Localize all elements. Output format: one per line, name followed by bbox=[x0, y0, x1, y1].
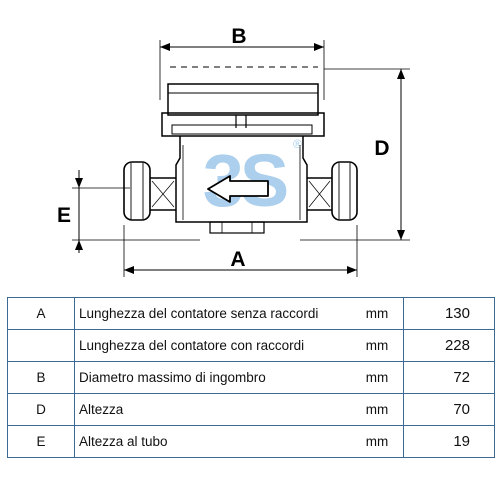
spec-value: 19 bbox=[403, 425, 495, 458]
dimension-b: B bbox=[159, 25, 325, 100]
spec-unit: mm bbox=[351, 361, 404, 394]
spec-code: E bbox=[7, 425, 75, 458]
dimension-label-a: A bbox=[230, 248, 245, 271]
spec-code: A bbox=[7, 297, 75, 330]
outlet-pipe bbox=[307, 177, 332, 211]
dimension-e: E bbox=[57, 170, 200, 253]
inlet-pipe bbox=[150, 177, 176, 211]
registered-mark: ® bbox=[293, 137, 302, 151]
inlet-connector bbox=[123, 161, 151, 221]
dimension-d: D bbox=[300, 68, 410, 241]
spec-unit: mm bbox=[351, 393, 404, 426]
spec-description: Lunghezza del contatore con raccordi bbox=[74, 329, 351, 362]
spec-description: Lunghezza del contatore senza raccordi bbox=[74, 297, 351, 330]
meter-lid bbox=[161, 83, 325, 137]
spec-value: 228 bbox=[403, 329, 495, 362]
spec-code: B bbox=[7, 361, 75, 394]
spec-unit: mm bbox=[351, 425, 404, 458]
flow-arrow-icon bbox=[207, 175, 269, 203]
spec-code: D bbox=[7, 393, 75, 426]
dimension-label-b: B bbox=[231, 25, 246, 48]
spec-code bbox=[7, 329, 75, 362]
spec-value: 130 bbox=[403, 297, 495, 330]
spec-unit: mm bbox=[351, 297, 404, 330]
water-meter-drawing: B D E A bbox=[57, 25, 410, 277]
dimension-label-e: E bbox=[57, 204, 71, 227]
spec-description: Diametro massimo di ingombro bbox=[74, 361, 351, 394]
spec-unit: mm bbox=[351, 329, 404, 362]
dimension-a: A bbox=[123, 225, 358, 277]
spec-description: Altezza bbox=[74, 393, 351, 426]
spec-description: Altezza al tubo bbox=[74, 425, 351, 458]
watermark-logo: 3S ® bbox=[203, 137, 302, 222]
bottom-fitting bbox=[209, 221, 265, 234]
spec-value: 70 bbox=[403, 393, 495, 426]
outlet-connector bbox=[331, 161, 358, 221]
dimension-label-d: D bbox=[374, 137, 389, 160]
spec-value: 72 bbox=[403, 361, 495, 394]
